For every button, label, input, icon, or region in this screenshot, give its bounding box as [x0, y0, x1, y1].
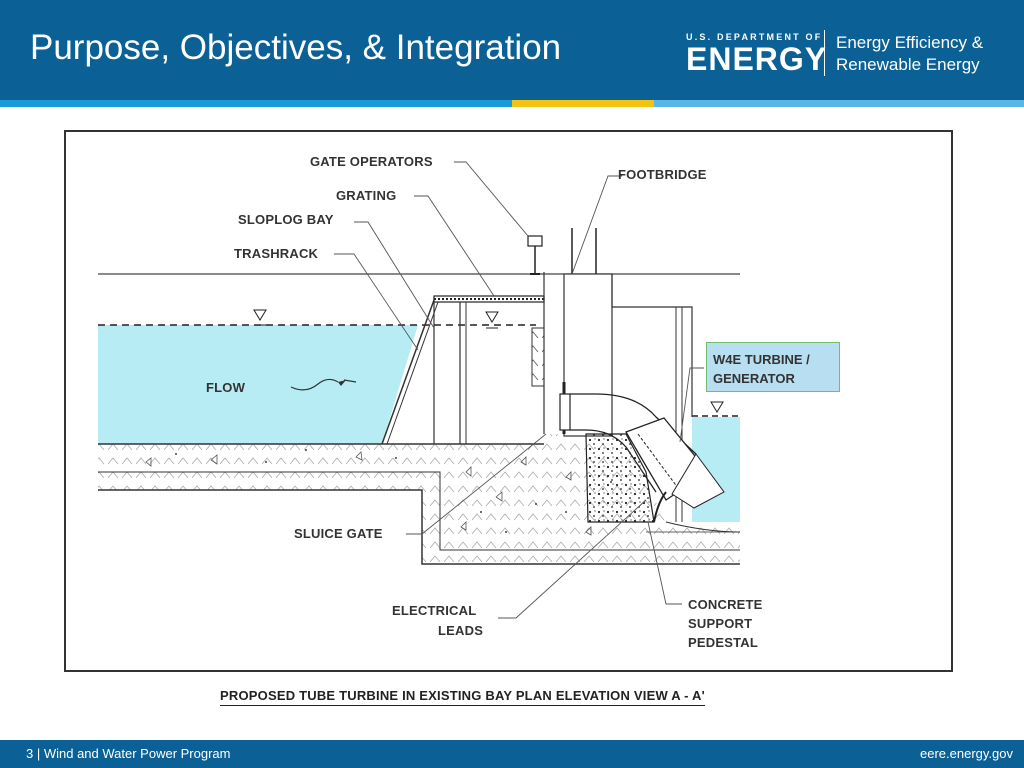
- sloplog-stack: [531, 327, 545, 387]
- diagram-drawing: [98, 161, 741, 619]
- doe-energy-wordmark: ENERGY: [686, 41, 828, 77]
- concrete-support-pedestal: [585, 433, 655, 523]
- label-sluice-gate: SLUICE GATE: [294, 526, 383, 541]
- label-trashrack: TRASHRACK: [234, 246, 319, 261]
- label-footbridge: FOOTBRIDGE: [618, 167, 707, 182]
- label-electrical-line-2: LEADS: [438, 623, 484, 638]
- footer-program: 3 | Wind and Water Power Program: [26, 746, 231, 761]
- label-sloplog-bay: SLOPLOG BAY: [238, 212, 334, 227]
- gate-operator: [527, 235, 543, 247]
- accent-stripe-yellow: [512, 100, 654, 107]
- label-concrete-line-1: CONCRETE: [688, 597, 763, 612]
- label-electrical-line-1: ELECTRICAL: [392, 603, 477, 618]
- figure-caption: PROPOSED TUBE TURBINE IN EXISTING BAY PL…: [220, 688, 705, 706]
- flow-arrow: [290, 378, 339, 391]
- header-bar: Purpose, Objectives, & Integration U.S. …: [0, 0, 1024, 100]
- program-name: | Wind and Water Power Program: [36, 746, 231, 761]
- label-gate-operators: GATE OPERATORS: [310, 154, 433, 169]
- accent-stripe: [0, 100, 1024, 107]
- label-turbine-line-2: GENERATOR: [713, 371, 795, 386]
- logo-divider: [824, 30, 825, 76]
- accent-stripe-light: [654, 100, 1024, 107]
- level-marker-3: [710, 401, 724, 413]
- label-concrete-line-2: SUPPORT: [688, 616, 753, 631]
- page-number: 3: [26, 746, 34, 761]
- slide-title: Purpose, Objectives, & Integration: [30, 28, 562, 67]
- electrical-leads: [653, 491, 667, 523]
- label-turbine-generator: W4E TURBINE / GENERATOR: [706, 342, 840, 392]
- doe-logo: U.S. DEPARTMENT OF ENERGY: [686, 32, 828, 77]
- eere-office-line-2: Renewable Energy: [836, 55, 980, 74]
- doe-department-text: U.S. DEPARTMENT OF: [686, 32, 823, 42]
- label-concrete-line-3: PEDESTAL: [688, 635, 758, 650]
- trashrack-bar: [381, 299, 435, 445]
- footer-bar: 3 | Wind and Water Power Program eere.en…: [0, 740, 1024, 768]
- label-grating: GRATING: [336, 188, 397, 203]
- sluice-gate-structure: [563, 273, 613, 437]
- turbine-elevation-diagram: GATE OPERATORS FOOTBRIDGE GRATING SLOPLO…: [64, 130, 953, 672]
- level-marker-1: [253, 309, 267, 326]
- level-marker-2: [485, 311, 499, 329]
- eere-office-name: Energy Efficiency & Renewable Energy: [836, 32, 983, 76]
- label-flow: FLOW: [206, 380, 246, 395]
- draft-tube-top: [570, 393, 697, 455]
- footer-website-link[interactable]: eere.energy.gov: [920, 746, 1013, 761]
- headwater: [98, 325, 418, 444]
- label-turbine-line-1: W4E TURBINE /: [713, 352, 810, 367]
- eere-office-line-1: Energy Efficiency &: [836, 33, 984, 52]
